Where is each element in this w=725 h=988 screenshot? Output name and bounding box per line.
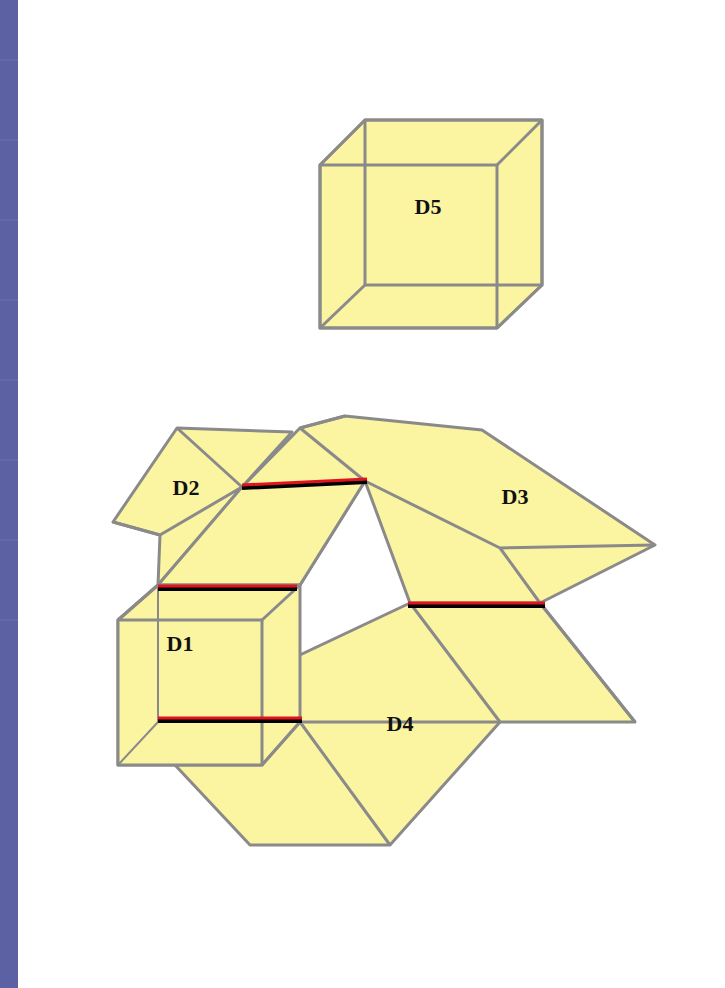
shared-boundary-marks — [158, 479, 545, 721]
boundary-mark — [408, 602, 545, 605]
boundary-mark — [158, 587, 297, 591]
domain-label-box: D3 — [498, 482, 533, 512]
domain-label-box: D1 — [163, 629, 198, 659]
domain-label: D3 — [502, 484, 529, 510]
domain-label: D4 — [387, 711, 414, 737]
boundary-mark — [242, 479, 367, 485]
domain-label-box: D2 — [169, 473, 204, 503]
boundary-mark — [408, 604, 545, 608]
domain-label-box: D5 — [411, 192, 446, 222]
strip-lines — [0, 60, 18, 620]
slide-strip — [0, 0, 18, 988]
domain-d5-shape — [320, 120, 542, 328]
domain-label: D2 — [173, 475, 200, 501]
boundary-mark — [158, 717, 302, 720]
domain-d1-shape — [118, 585, 300, 765]
domain-label: D5 — [415, 194, 442, 220]
domain-d2-shape — [113, 428, 365, 585]
boundary-mark — [158, 585, 297, 588]
boundary-mark — [158, 719, 302, 723]
domain-label: D1 — [167, 631, 194, 657]
domain-label-box: D4 — [383, 709, 418, 739]
